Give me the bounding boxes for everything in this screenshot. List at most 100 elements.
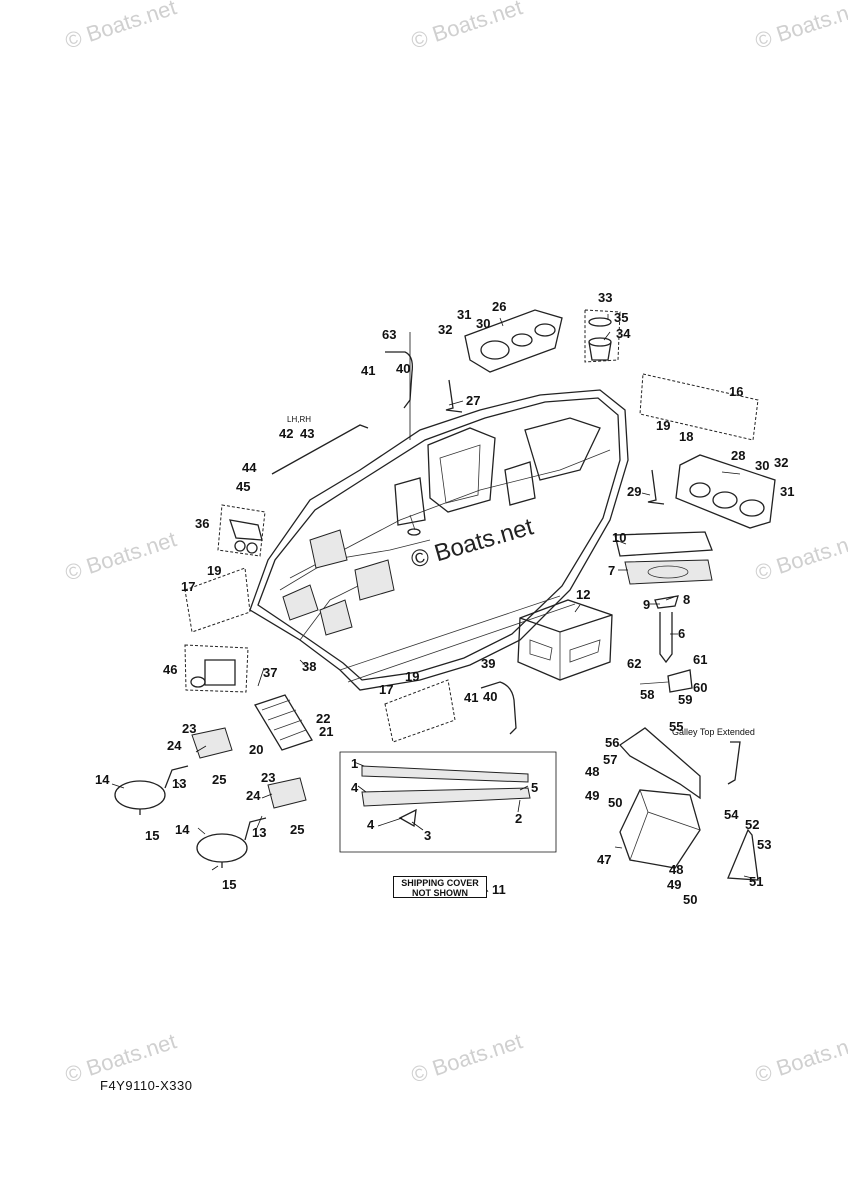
callout: 15: [222, 877, 237, 892]
callout: 12: [576, 587, 591, 602]
post: [445, 379, 463, 413]
callout: 9: [643, 597, 651, 612]
callout: 44: [242, 460, 257, 475]
callout: 46: [163, 662, 178, 677]
table-top: [614, 531, 713, 557]
callout: 29: [627, 484, 642, 499]
callout: 33: [598, 290, 613, 305]
support-rod: [271, 424, 369, 475]
callout: 30: [755, 458, 770, 473]
callout: 19: [405, 669, 420, 684]
callout: 22: [316, 711, 331, 726]
callout: 43: [300, 426, 315, 441]
callout: 51: [749, 874, 764, 889]
shipping-note-line2: NOT SHOWN: [412, 888, 468, 898]
callout: 4: [367, 817, 375, 832]
rub-rail-lower: [361, 787, 531, 807]
cupholder-panel: [464, 309, 563, 373]
callout: 50: [683, 892, 698, 907]
callout: 55: [669, 719, 684, 734]
table-leg: [659, 612, 673, 664]
galley-top: [619, 727, 701, 800]
callout: 30: [476, 316, 491, 331]
callout: 60: [693, 680, 708, 695]
callout: 14: [95, 772, 110, 787]
callout: 48: [585, 764, 600, 779]
galley-bracket: [727, 828, 759, 881]
callout: 32: [438, 322, 453, 337]
callout: 23: [261, 770, 276, 785]
callout: 24: [246, 788, 261, 803]
callout: 25: [212, 772, 227, 787]
callout: 8: [683, 592, 691, 607]
callout: 32: [774, 455, 789, 470]
callout: 50: [608, 795, 623, 810]
callout: 54: [724, 807, 739, 822]
callout: 40: [396, 361, 411, 376]
callout: 57: [603, 752, 618, 767]
shipping-cover-section: [339, 751, 557, 853]
callout: 25: [290, 822, 305, 837]
rub-rail: [361, 765, 529, 783]
callout: 1: [351, 756, 359, 771]
callout: 38: [302, 659, 317, 674]
callout: 45: [236, 479, 251, 494]
galley-cabinet: [619, 789, 701, 869]
callout: 5: [531, 780, 539, 795]
callout: 59: [678, 692, 693, 707]
step-pad: [191, 727, 233, 759]
callout: 27: [466, 393, 481, 408]
callout: 37: [263, 665, 278, 680]
callout: 4: [351, 780, 359, 795]
callout: 62: [627, 656, 642, 671]
callout: 48: [669, 862, 684, 877]
callout: 13: [172, 776, 187, 791]
callout: 40: [483, 689, 498, 704]
callout: 49: [667, 877, 682, 892]
galley-note: Galley Top Extended: [672, 727, 755, 737]
callout: 23: [182, 721, 197, 736]
boat-hull: [249, 389, 629, 691]
callout: 31: [780, 484, 795, 499]
callout: 42: [279, 426, 294, 441]
diagram-code: F4Y9110-X330: [100, 1078, 193, 1093]
callout: 7: [608, 563, 616, 578]
callout: 36: [195, 516, 210, 531]
callout: 39: [481, 656, 496, 671]
callout: 20: [249, 742, 264, 757]
callout: 41: [464, 690, 479, 705]
callout: 18: [679, 429, 694, 444]
callout: 63: [382, 327, 397, 342]
callout: 2: [515, 811, 523, 826]
callout: 17: [181, 579, 196, 594]
post: [647, 469, 665, 505]
callout: 53: [757, 837, 772, 852]
callout: 49: [585, 788, 600, 803]
callout: 16: [729, 384, 744, 399]
side-note: LH,RH: [287, 415, 312, 424]
shipping-note-line1: SHIPPING COVER: [401, 878, 479, 888]
callout: 52: [745, 817, 760, 832]
callout: 47: [597, 852, 612, 867]
callout: 28: [731, 448, 746, 463]
pedestal-seat: [114, 765, 189, 815]
callout: 19: [656, 418, 671, 433]
callout: 11: [492, 882, 506, 897]
callout: 10: [612, 530, 627, 545]
boarding-ladder: [254, 694, 313, 751]
callout: 34: [616, 326, 631, 341]
callout: 24: [167, 738, 182, 753]
callout: 21: [319, 724, 334, 739]
callout: 15: [145, 828, 160, 843]
callout: 17: [379, 682, 394, 697]
callout: 61: [693, 652, 708, 667]
step-pad: [267, 777, 307, 809]
grab-handle: [385, 351, 413, 409]
callout: 26: [492, 299, 507, 314]
callout: 19: [207, 563, 222, 578]
cup-insert: [588, 317, 612, 361]
callout: 31: [457, 307, 472, 322]
callout: 58: [640, 687, 655, 702]
